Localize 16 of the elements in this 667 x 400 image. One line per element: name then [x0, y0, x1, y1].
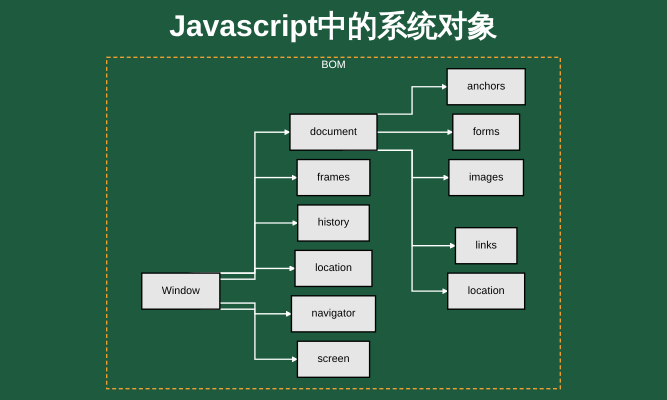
node-box: Window	[141, 272, 221, 310]
node-box: location	[447, 272, 526, 310]
slide-title: Javascript中的系统对象	[168, 9, 499, 45]
arrow	[377, 129, 454, 136]
node-box: navigator	[290, 295, 376, 333]
node-box: location	[294, 250, 373, 288]
node-box: frames	[296, 158, 371, 196]
arrow	[220, 265, 296, 280]
node-box: images	[448, 158, 524, 196]
node-box: links	[454, 227, 518, 264]
node-box: history	[297, 204, 370, 242]
node-box: screen	[296, 340, 370, 378]
node-box: document	[289, 113, 378, 151]
arrow	[220, 302, 292, 317]
node-box: forms	[452, 113, 520, 151]
node-box: anchors	[446, 68, 526, 106]
